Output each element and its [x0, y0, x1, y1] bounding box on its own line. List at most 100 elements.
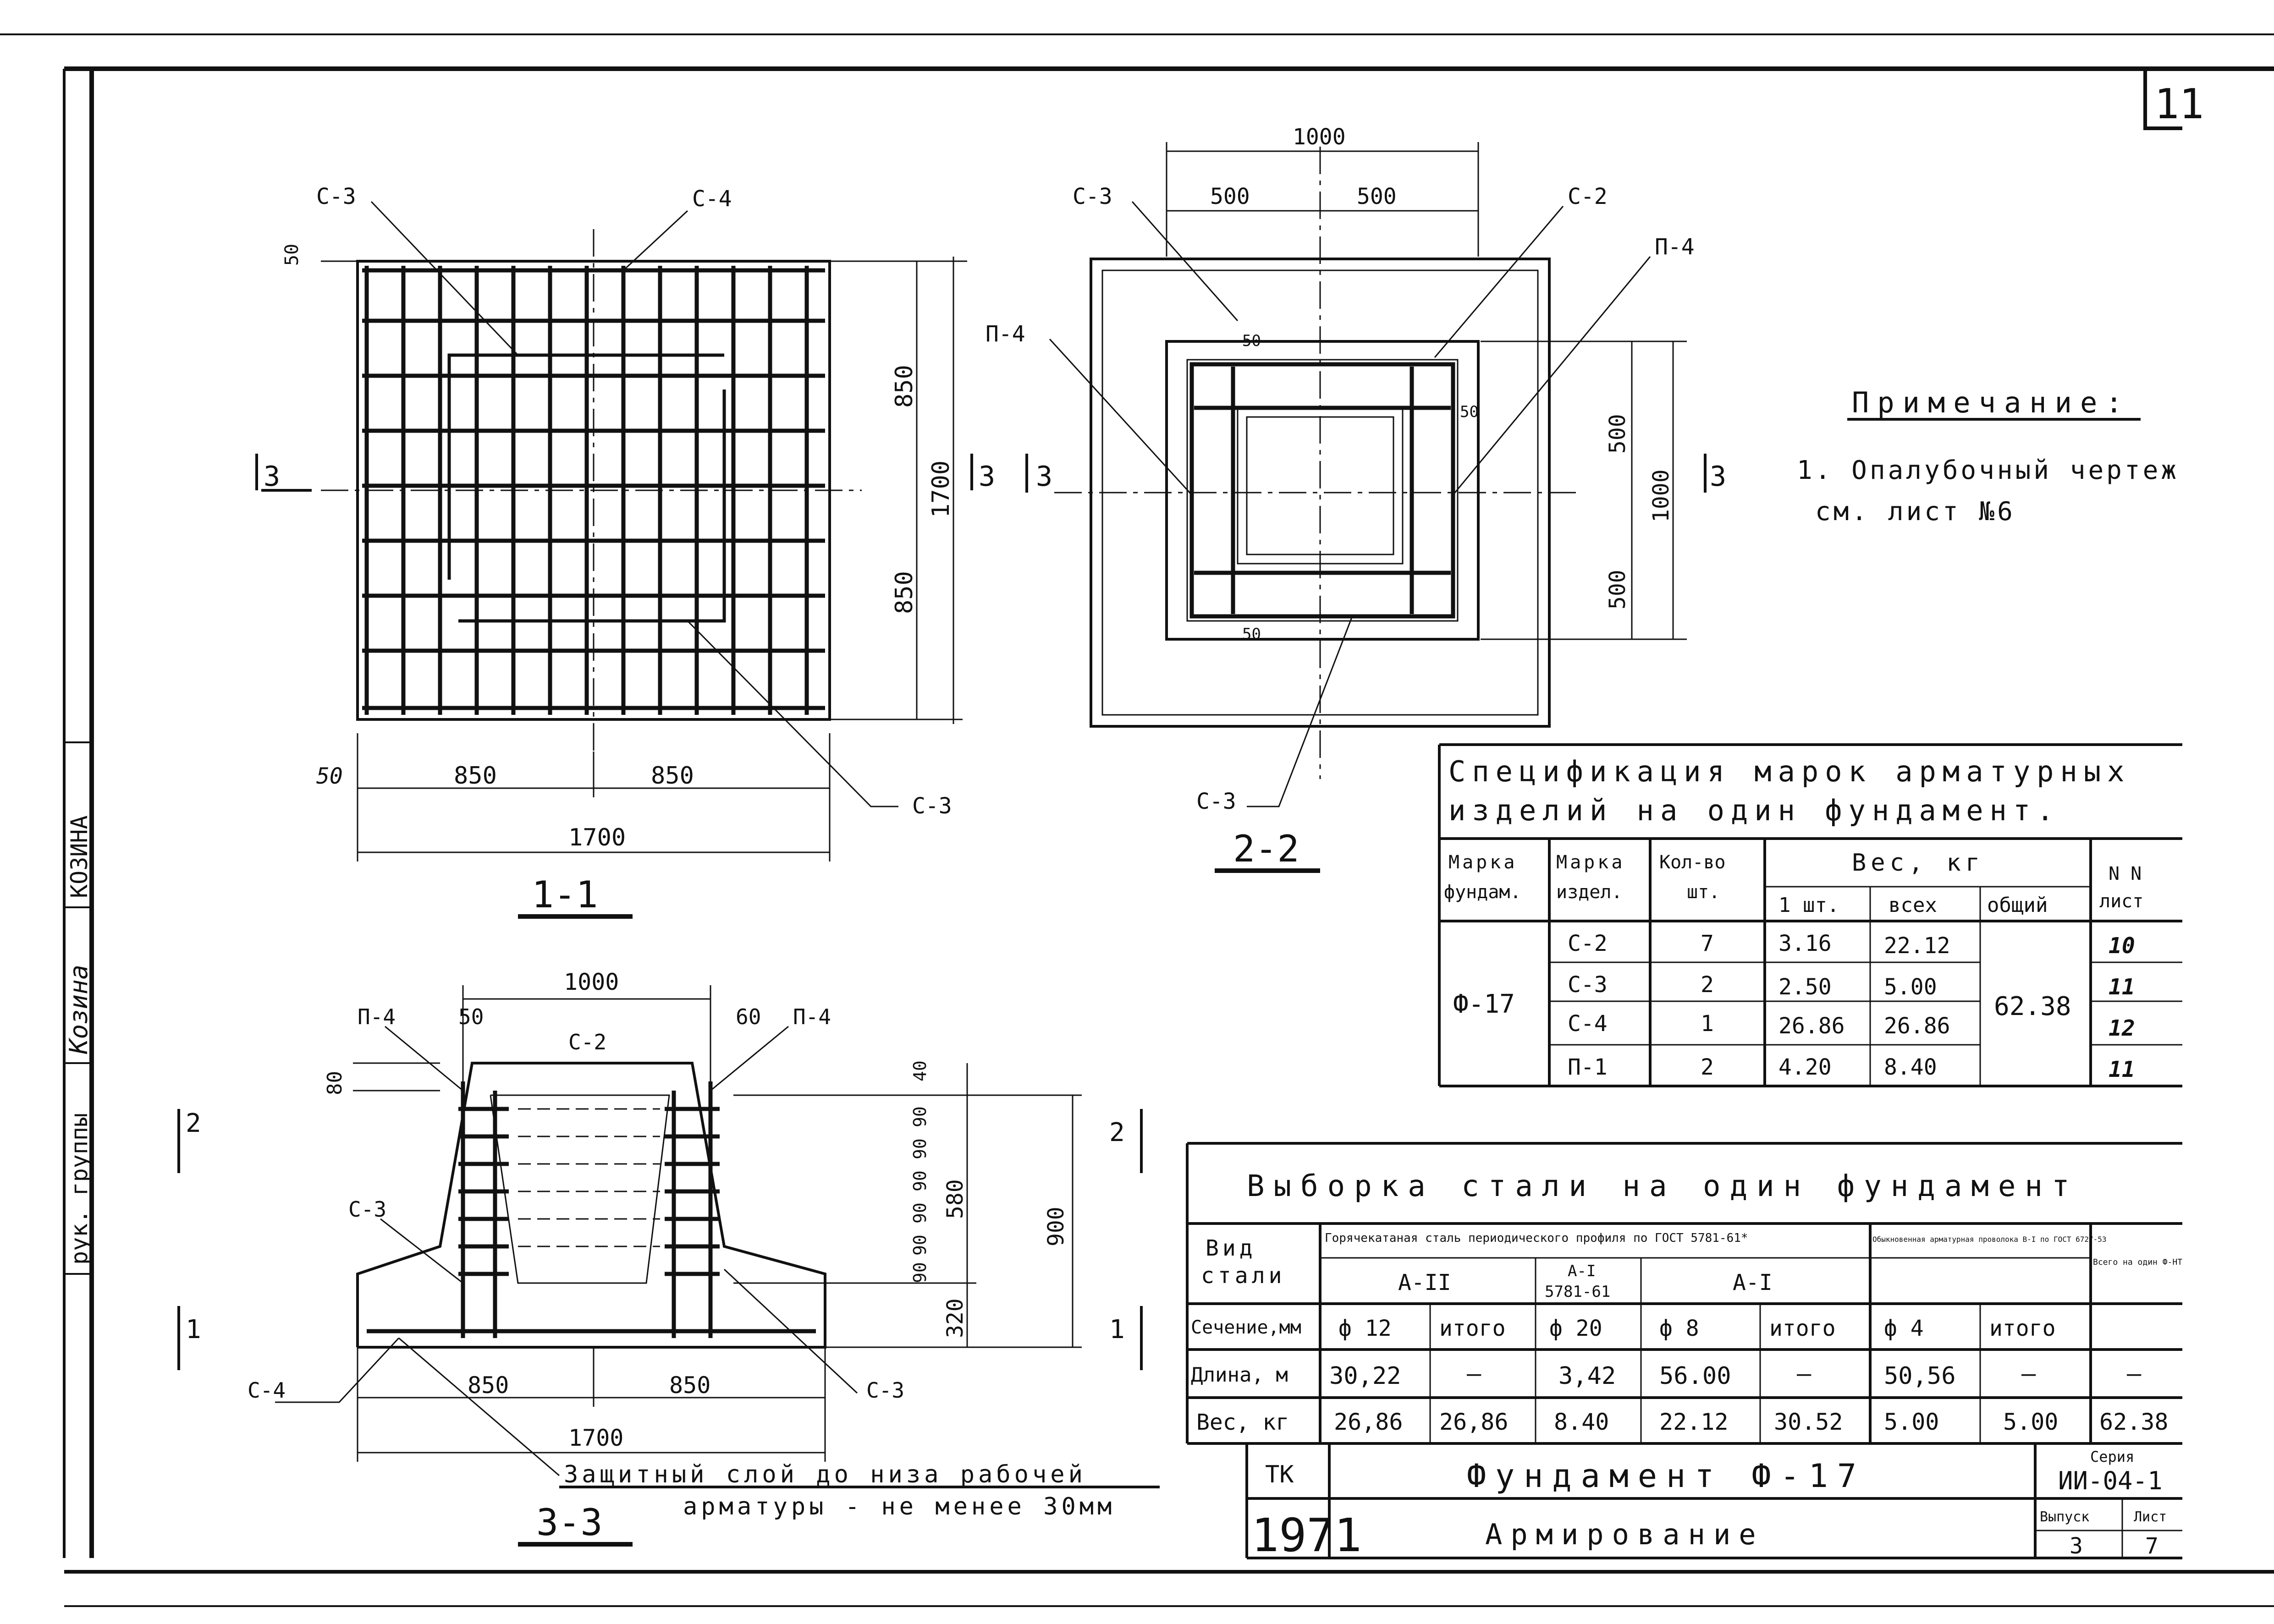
spec-wall: 22.12	[1884, 933, 1950, 959]
tb-subject: Армирование	[1485, 1518, 1764, 1551]
steel-cell: 62.38	[2099, 1409, 2169, 1435]
tb-issue-label: Выпуск	[2040, 1509, 2089, 1525]
sheet-number: 11	[2154, 80, 2204, 128]
cut-2-left: 2	[186, 1108, 201, 1138]
spec-h-sheet-1: N N	[2109, 863, 2142, 884]
tb-sheet: 7	[2145, 1533, 2158, 1559]
label-c4: С-4	[692, 186, 732, 212]
dim-90-d: 90	[910, 1202, 930, 1223]
spec-qty: 7	[1701, 931, 1714, 956]
dim-40: 40	[910, 1060, 930, 1081]
cut-3-left: 3	[1036, 461, 1052, 493]
steel-cell: 30,22	[1329, 1362, 1401, 1390]
cut-3-right: 3	[1710, 461, 1726, 493]
steel-title: Выборка стали на один фундамент	[1247, 1169, 2078, 1203]
spec-h-w-total: общий	[1987, 894, 2048, 917]
steel-cell: ф 4	[1884, 1316, 1924, 1341]
steel-cell: 3,42	[1558, 1362, 1616, 1390]
dim-v-upper: 500	[1605, 414, 1630, 454]
note-heading: Примечание:	[1852, 386, 2131, 419]
steel-class-a1-gost-2: 5781-61	[1545, 1283, 1610, 1301]
steel-cell: —	[1467, 1360, 1481, 1388]
spec-wall: 5.00	[1884, 974, 1937, 1000]
label-c2: С-2	[568, 1030, 606, 1054]
cut-3-right: 3	[979, 461, 995, 493]
spec-h-w-one: 1 шт.	[1778, 894, 1839, 917]
spec-row: С-4 1 26.86 26.86 12	[1568, 1011, 2135, 1041]
dim-half-left: 850	[468, 1372, 509, 1399]
steel-cell: ф 8	[1659, 1316, 1699, 1341]
dim-cover-top: 50	[281, 244, 303, 266]
steel-cell: —	[2021, 1360, 2036, 1388]
spec-title-line-2: изделий на один фундамент.	[1448, 794, 2060, 827]
tb-name: Фундамент Ф-17	[1467, 1457, 1866, 1495]
spec-h-qty-1: Кол-во	[1659, 852, 1726, 873]
dim-half-left: 500	[1210, 184, 1250, 209]
dim-half-right: 850	[651, 762, 694, 790]
steel-kind-2: стали	[1201, 1263, 1286, 1289]
steel-class-a1-gost-1: А-I	[1568, 1262, 1596, 1280]
spec-sheet: 12	[2109, 1015, 2135, 1041]
spec-total: 62.38	[1994, 992, 2071, 1021]
dim-half-right: 500	[1357, 184, 1397, 209]
spec-w1: 2.50	[1778, 974, 1832, 1000]
steel-cell: 56.00	[1659, 1362, 1731, 1390]
cover-note-line-2: арматуры - не менее 30мм	[683, 1493, 1115, 1520]
steel-group-hot: Горячекатаная сталь периодического профи…	[1325, 1231, 1748, 1245]
steel-cell: ф 12	[1338, 1316, 1392, 1341]
spec-row: С-2 7 3.16 22.12 10	[1568, 931, 2135, 959]
spec-w1: 4.20	[1778, 1054, 1832, 1080]
steel-row-length-label: Длина, м	[1191, 1363, 1288, 1387]
approval-stamp: КОЗИНА Козина рук. группы	[63, 69, 93, 1558]
c2-dashes	[518, 1108, 660, 1247]
dim-edge-left: 50	[458, 1004, 484, 1029]
spec-item: П-1	[1568, 1054, 1608, 1080]
steel-class-a1: А-I	[1733, 1270, 1773, 1295]
spec-sheet: 11	[2109, 1057, 2135, 1082]
tb-series-label: Серия	[2090, 1448, 2134, 1465]
dim-cover-left: 50	[316, 763, 343, 789]
dim-in-right: 50	[1460, 403, 1479, 421]
spec-h-w-all: всех	[1889, 894, 1937, 917]
dim-v-total: 1000	[1648, 469, 1674, 522]
dim-320: 320	[942, 1298, 968, 1338]
spec-h-mark-found-1: Марка	[1448, 852, 1517, 873]
spec-h-qty-2: шт.	[1687, 882, 1720, 903]
steel-class-a2: А-II	[1398, 1270, 1451, 1295]
steel-cell: 50,56	[1884, 1362, 1956, 1390]
dim-half-left: 850	[454, 762, 497, 790]
dim-v-lower: 500	[1605, 570, 1630, 609]
section-2-2: С-3 С-2 П-4 П-4 С-3 50 50 50 3 3 1000 50…	[986, 124, 1726, 873]
spec-w1: 26.86	[1778, 1013, 1845, 1039]
label-p4-left: П-4	[986, 321, 1025, 347]
stirrups-right	[665, 1081, 720, 1338]
tb-year: 1971	[1251, 1509, 1362, 1562]
label-p4-left: П-4	[358, 1004, 396, 1029]
spec-item: С-3	[1568, 972, 1608, 998]
cut-1-left: 1	[186, 1315, 201, 1344]
note: Примечание: 1. Опалубочный чертеж см. ли…	[1797, 386, 2179, 527]
steel-cell: итого	[1989, 1316, 2056, 1341]
spec-qty: 2	[1701, 1054, 1714, 1080]
cut-3-left: 3	[264, 461, 280, 493]
steel-cell: —	[2127, 1360, 2142, 1388]
steel-cell: 30.52	[1774, 1409, 1843, 1435]
stamp-signature: Козина	[64, 965, 93, 1054]
spec-h-sheet-2: лист	[2099, 891, 2143, 912]
section-3-3-title: 3-3	[536, 1501, 603, 1544]
label-c3-left: С-3	[348, 1197, 386, 1222]
section-3-3: П-4 П-4 С-2 С-3 С-4 С-3 2 1 2 1 1000 50 …	[177, 969, 1160, 1547]
section-1-1-title: 1-1	[532, 873, 598, 916]
dim-in-bottom: 50	[1242, 625, 1261, 643]
steel-cell: 26,86	[1439, 1409, 1509, 1435]
steel-cell: —	[1797, 1360, 1811, 1388]
tb-issue: 3	[2070, 1533, 2083, 1559]
spec-row: С-3 2 2.50 5.00 11	[1568, 972, 2135, 1000]
steel-kind-1: Вид	[1206, 1235, 1256, 1261]
title-block: ТК 1971 Фундамент Ф-17 Армирование Серия…	[1245, 1443, 2182, 1562]
stamp-name: КОЗИНА	[66, 815, 93, 898]
spec-qty: 1	[1701, 1011, 1714, 1037]
label-p4-right: П-4	[793, 1004, 831, 1029]
note-line-1: 1. Опалубочный чертеж	[1797, 455, 2179, 485]
